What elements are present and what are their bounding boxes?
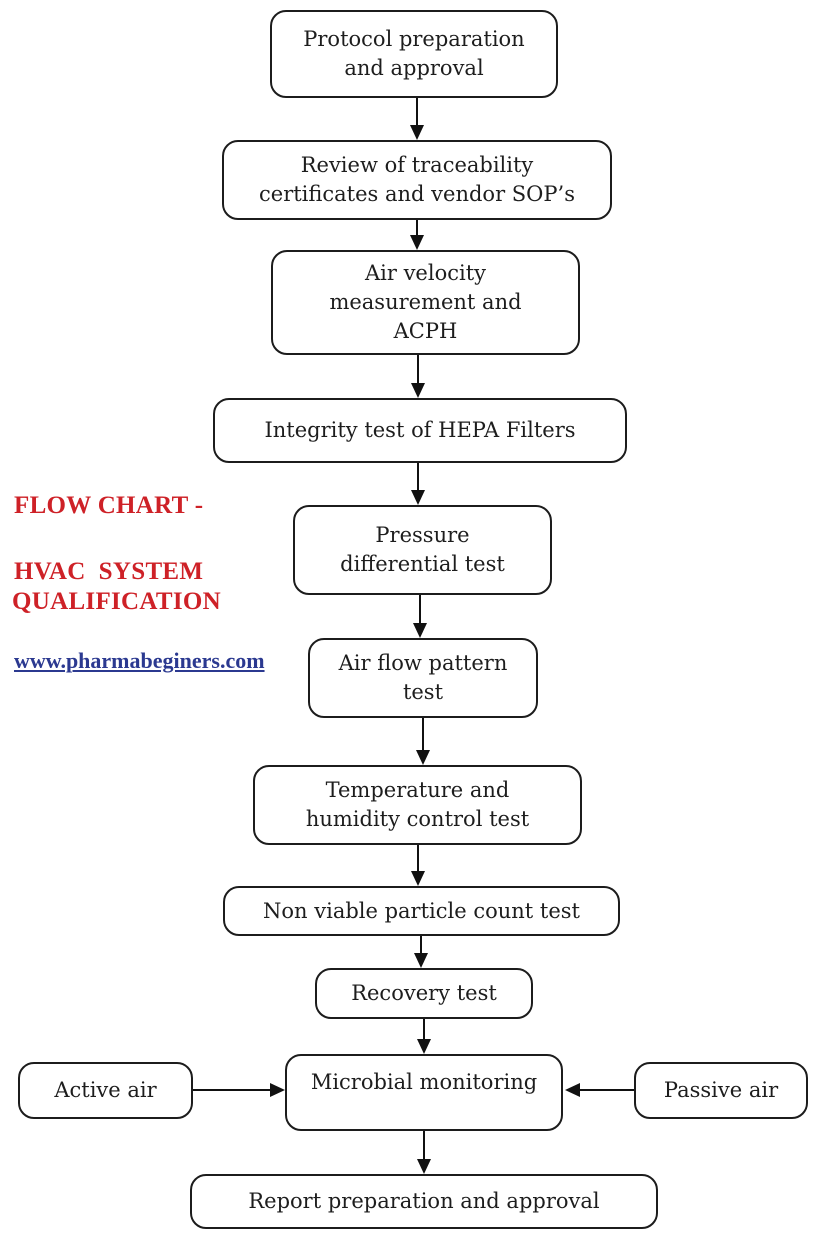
node-report-preparation: Report preparation and approval [190,1174,658,1229]
node-label: Integrity test of HEPA Filters [264,418,576,443]
chart-title-line-2: HVAC SYSTEM [14,558,204,585]
node-pressure-differential: Pressure differential test [293,505,552,595]
node-air-velocity: Air velocity measurement and ACPH [271,250,580,355]
node-protocol-preparation: Protocol preparation and approval [270,10,558,98]
node-label: Protocol preparation and approval [303,27,525,80]
node-label: Air flow pattern test [338,651,508,704]
node-label: Review of traceability certificates and … [259,153,575,206]
node-active-air: Active air [18,1062,193,1119]
node-label: Pressure differential test [340,523,505,576]
flow-connector-lines [193,98,634,1174]
website-link[interactable]: www.pharmabeginers.com [14,648,265,673]
node-label: Recovery test [351,981,497,1006]
chart-title-line-1: FLOW CHART - [14,492,204,519]
chart-title-line-3: QUALIFICATION [12,588,222,615]
node-hepa-integrity: Integrity test of HEPA Filters [213,398,627,463]
node-traceability-review: Review of traceability certificates and … [222,140,612,220]
node-recovery-test: Recovery test [315,968,533,1019]
node-passive-air: Passive air [634,1062,808,1119]
node-label: Active air [54,1078,157,1103]
node-label: Microbial monitoring [310,1070,538,1094]
node-non-viable-particle: Non viable particle count test [223,886,620,936]
node-label: Temperature and humidity control test [305,778,530,831]
node-label: Passive air [663,1078,779,1103]
node-temperature-humidity: Temperature and humidity control test [253,765,582,845]
node-microbial-monitoring: Microbial monitoring [285,1054,563,1131]
node-label: Report preparation and approval [248,1189,600,1214]
node-label: Air velocity measurement and ACPH [329,261,522,343]
node-label: Non viable particle count test [263,898,580,923]
node-air-flow-pattern: Air flow pattern test [308,638,538,718]
